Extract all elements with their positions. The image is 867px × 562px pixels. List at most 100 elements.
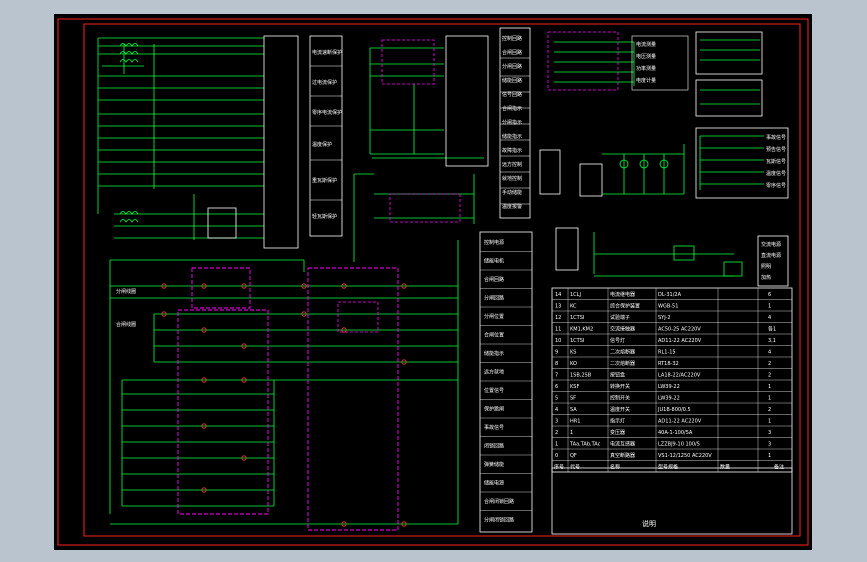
measurement-label: 电流测量 [636,41,656,48]
supply-label: 照明 [761,264,771,270]
table-cell-qty: 2 [768,407,771,413]
relay-dashed-box-small [337,301,379,333]
transformer-relay-box [207,207,237,239]
circuit-function-label: 分闸闭锁回路 [484,517,514,524]
table-cell-code: KS [570,350,576,356]
signal-block-lower [695,127,789,199]
table-cell-qty: 1 [768,453,771,459]
circuit-function-label: 闭锁回路 [484,443,504,450]
table-cell-no: 5 [555,396,558,402]
table-cell-model: RL1-15 [658,350,676,356]
table-cell-code: 1CTSI [570,315,584,321]
table-cell-no: 13 [555,304,561,310]
table-cell-model: RT18-32 [658,361,679,367]
control-label: 远方控制 [502,161,522,168]
table-cell-qty: 1 [768,396,771,402]
terminal-markers [161,283,407,527]
circuit-function-label: 合闸回路 [484,276,504,283]
circuit-function-label: 位置信号 [484,387,504,394]
function-label-box [309,35,343,237]
relay-dashed-box-top [381,39,435,85]
table-cell-model: LZZBJ9-10 100/5 [658,442,700,448]
table-cell-name: 二次熔断器 [610,360,635,367]
table-cell-qty: 1 [768,304,771,310]
circuit-function-label: 弹簧储能 [484,461,504,468]
control-label: 就地控制 [502,175,522,182]
protection-label: 过电流保护 [312,79,337,86]
table-cell-model: AD11-22 AC220V [658,419,702,425]
table-cell-qty: 1 [768,384,771,390]
measurement-label: 功率测量 [636,65,656,72]
table-cell-qty: 2 [768,361,771,367]
table-cell-no: 11 [555,327,561,333]
control-label: 温度报警 [502,203,522,210]
circuit-function-label: 储能电机 [484,258,504,265]
drawing-sheet: 电流速断保护过电流保护零序电流保护温度保护重瓦斯保护轻瓦斯保护 控制回路合闸回路… [54,14,812,550]
control-label: 合闸回路 [502,49,522,56]
table-cell-qty: 4 [768,350,771,356]
table-cell-model: AD11-22 AC220V [658,338,702,344]
breaker-dashed-box-right [307,267,399,531]
title-block [551,467,793,535]
table-cell-code: SA [570,407,577,413]
control-label: 故障指示 [502,147,522,154]
signal-block-upper [695,31,763,75]
table-cell-code: KO [570,361,577,367]
table-cell-code: TAa,TAb,TAc [569,442,601,448]
table-cell-qty: 6 [768,292,771,298]
control-label: 分闸指示 [502,119,522,126]
table-header: 数量 [720,464,730,471]
signal-label: 温度信号 [766,170,786,177]
circuit-function-label: 控制电源 [484,239,504,246]
signal-label: 预告信号 [766,146,786,153]
signal-label: 事故信号 [766,134,786,141]
supply-label: 直流电源 [761,252,781,259]
table-cell-name: 转换开关 [610,383,630,390]
table-cell-name: 交流接触器 [610,326,635,333]
table-cell-model: LW39-22 [658,396,680,402]
table-cell-name: 试验端子 [610,314,630,321]
table-cell-name: 电流互感器 [610,441,635,448]
circuit-function-column [479,231,533,533]
outer-frame [57,18,809,546]
main-control-circuit [109,240,459,525]
table-cell-model: AC50-25 AC220V [658,327,701,333]
measurement-label-box [631,35,689,91]
control-label: 信号回路 [502,91,522,98]
circuit-function-label: 储能指示 [484,350,504,357]
table-cell-name: 信号灯 [610,337,625,344]
table-cell-no: 14 [555,292,561,298]
table-cell-code: KM1,KM2 [570,327,593,333]
circuit-function-label: 储能电源 [484,480,504,487]
control-label: 储能回路 [502,77,522,84]
table-cell-no: 4 [555,407,558,413]
circuit-function-label: 事故信号 [484,424,504,431]
indicator-lamp-section [539,144,685,197]
protection-label: 电流速断保护 [312,49,342,56]
circuit-function-label: 分闸位置 [484,313,504,320]
table-cell-model: WGB-51 [658,304,678,310]
table-cell-name: 变压器 [610,429,625,436]
table-header: 序号 [554,464,564,471]
table-cell-code: 1CLJ [570,292,581,298]
protection-section [97,37,264,240]
table-cell-code: KC [570,304,577,310]
device-block-top [445,35,489,167]
table-cell-code: 1SB,2SB [570,373,592,379]
control-circuit-top [353,47,484,262]
supply-label: 交流电源 [761,241,781,248]
measurement-dashed-box [547,31,619,91]
table-cell-qty: 1 [768,419,771,425]
table-cell-name: 温度开关 [610,406,630,413]
table-cell-code: 1CTSI [570,338,584,344]
table-cell-name: 真空断路器 [610,452,635,459]
control-function-labels: 控制回路合闸回路分闸回路储能回路信号回路合闸指示分闸指示储能指示故障指示远方控制… [502,35,522,210]
table-cell-model: SYJ-2 [658,315,671,321]
table-cell-code: KSF [570,384,579,390]
table-cell-qty: 2 [768,373,771,379]
inner-frame [83,23,801,537]
table-cell-qty: 3 [768,442,771,448]
